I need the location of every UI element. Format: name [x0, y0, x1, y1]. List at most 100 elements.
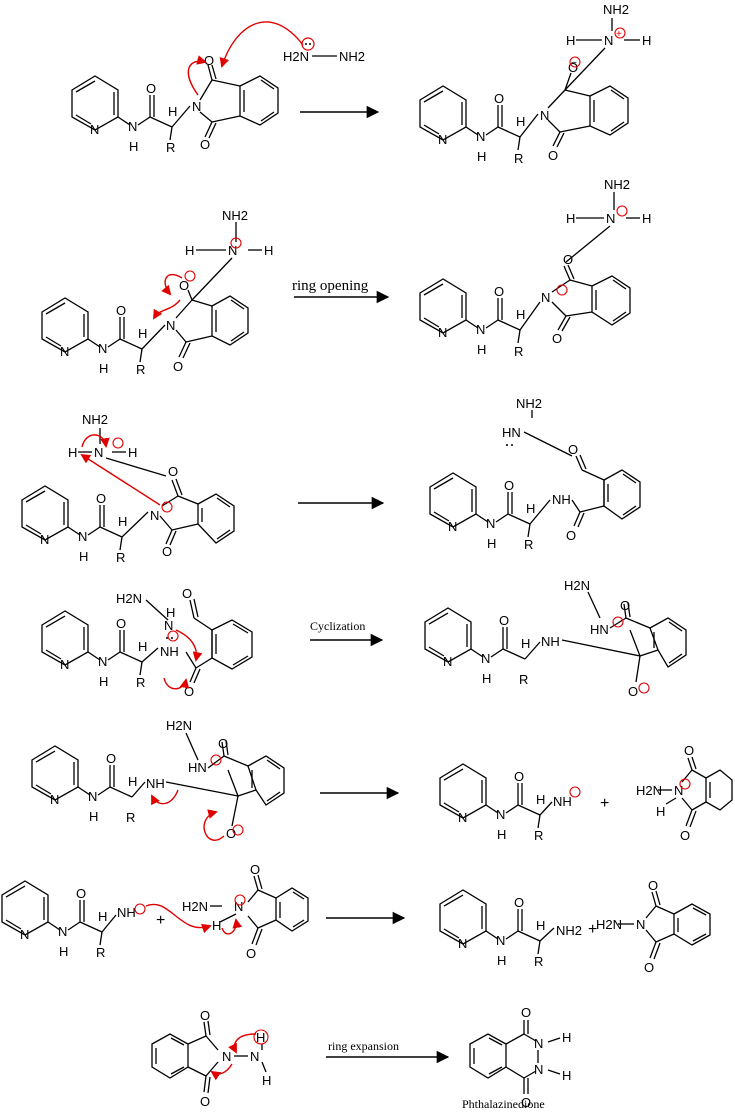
cyclized-labels: N N H O H R NH O O HN H2N — [443, 578, 638, 699]
svg-text:O: O — [226, 826, 236, 841]
intermediate-labels: N N H O H R N O O H N H NH2 — [60, 208, 273, 377]
svg-text:NH2: NH2 — [556, 923, 582, 938]
svg-text:O: O — [200, 137, 210, 152]
charges-2b — [556, 205, 628, 296]
svg-text:H: H — [536, 792, 545, 807]
svg-text:N: N — [166, 318, 175, 333]
lone-pair — [506, 444, 513, 446]
svg-text:N: N — [481, 651, 490, 666]
svg-text:R: R — [524, 537, 533, 552]
svg-text:H: H — [166, 605, 175, 620]
svg-text:H: H — [497, 953, 506, 968]
hydrazine: H2N NH2 — [283, 37, 365, 64]
charges-2 — [184, 237, 242, 282]
row-4: N N H O H R NH O O H2N N H Cyclization — [41, 578, 687, 699]
svg-text:N: N — [541, 290, 550, 305]
row-3: N N H O H R N O O H N H NH2 — [21, 396, 641, 565]
collapse-reactant — [31, 732, 285, 827]
svg-text:O: O — [644, 960, 654, 975]
cyclization-reactant-labels: N N H O H R NH O O H2N N H — [60, 586, 194, 699]
svg-text:N: N — [438, 132, 447, 147]
svg-text:H: H — [128, 774, 137, 789]
row-1: N N H O H R N O O H2N NH2 — [71, 2, 651, 166]
svg-text:H: H — [59, 944, 68, 959]
reaction-label-ring-opening: ring opening — [292, 278, 369, 294]
svg-text:H: H — [129, 139, 138, 154]
svg-text:N: N — [458, 810, 467, 825]
svg-text:N: N — [448, 519, 457, 534]
reactant-pyridyl-phthalimide — [71, 64, 279, 141]
row-6: N N H O H R NH H2N N H O O + — [1, 862, 711, 975]
product-name: Phthalazinedione — [462, 1097, 545, 1111]
svg-text:O: O — [200, 1094, 210, 1109]
charges — [569, 27, 626, 68]
mechanism-arrows — [187, 21, 304, 96]
svg-text:N: N — [606, 211, 615, 226]
svg-text:H: H — [99, 674, 108, 689]
svg-text:H: H — [212, 918, 221, 933]
lone-pair-circle — [167, 630, 179, 642]
svg-text:N: N — [192, 99, 201, 114]
ring-opened-product — [419, 192, 640, 344]
svg-text:R: R — [126, 810, 135, 825]
row-2: N N H O H R N O O H N H NH2 ring opening — [41, 177, 651, 377]
svg-text:R: R — [514, 344, 523, 359]
plus-charge — [679, 778, 691, 790]
svg-text:O: O — [250, 862, 260, 877]
svg-text:O: O — [628, 684, 638, 699]
svg-text:H: H — [477, 342, 486, 357]
svg-text:H: H — [118, 514, 127, 529]
row-5: N N H O H R NH O O HN H2N — [31, 718, 733, 843]
mechanism-arrows-5 — [151, 789, 225, 841]
svg-text:NH2: NH2 — [516, 396, 542, 411]
svg-text:N: N — [150, 508, 159, 523]
svg-text:N: N — [78, 529, 87, 544]
svg-text:R: R — [116, 550, 125, 565]
svg-text:O: O — [494, 91, 504, 106]
svg-text:O: O — [204, 53, 214, 68]
svg-text:O: O — [96, 491, 106, 506]
product-tetrahedral-intermediate — [419, 18, 640, 151]
proton-transfer-structure — [21, 428, 235, 551]
svg-text:N: N — [438, 325, 447, 340]
free-amine-labels: N N H O H R NH2 H2N N O O — [458, 878, 658, 975]
svg-text:O: O — [116, 303, 126, 318]
charges-4 — [612, 616, 650, 694]
svg-text:R: R — [514, 151, 523, 166]
amine-anion-product — [439, 763, 553, 829]
svg-text:H: H — [487, 536, 496, 551]
cyclization-reactant — [41, 598, 253, 684]
svg-text:N: N — [476, 129, 485, 144]
cyclized-intermediate — [424, 591, 687, 683]
minus-charge — [569, 786, 581, 798]
svg-text:O: O — [620, 598, 630, 613]
svg-text:O: O — [563, 252, 573, 267]
n-aminophthalimide — [151, 1020, 267, 1094]
svg-text:N: N — [58, 924, 67, 939]
svg-text:O: O — [514, 895, 524, 910]
minus-charge: − — [571, 58, 577, 69]
svg-text:H: H — [68, 445, 77, 460]
mechanism-arrows-6 — [145, 903, 243, 935]
svg-text:N: N — [496, 933, 505, 948]
svg-text:H: H — [642, 33, 651, 48]
svg-text:H: H — [477, 149, 486, 164]
amide-product — [429, 410, 641, 538]
svg-text:O: O — [504, 478, 514, 493]
mechanism-arrows-2 — [152, 273, 183, 320]
svg-text:H: H — [566, 33, 575, 48]
svg-text:H: H — [482, 671, 491, 686]
svg-text:NH: NH — [160, 644, 179, 659]
svg-text:N: N — [534, 1062, 543, 1077]
svg-text:O: O — [106, 751, 116, 766]
svg-text:H: H — [656, 804, 665, 819]
plus-charge: + — [616, 29, 622, 40]
svg-text:N: N — [228, 243, 237, 258]
svg-text:N: N — [20, 927, 29, 942]
svg-text:H: H — [128, 445, 137, 460]
svg-text:N: N — [636, 917, 645, 932]
proton-shift-reactant — [1, 874, 309, 946]
svg-text:O: O — [680, 828, 690, 843]
svg-text:NH2: NH2 — [604, 177, 630, 192]
